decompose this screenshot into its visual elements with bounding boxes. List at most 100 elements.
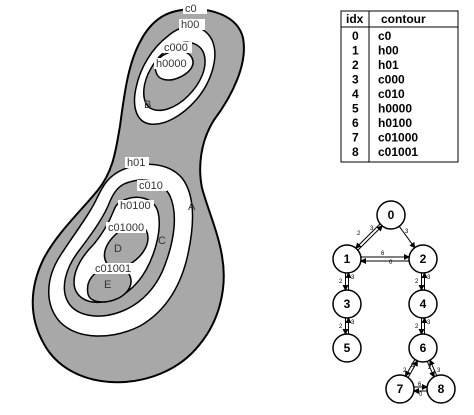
table-cell-idx: 6 [352,116,359,130]
graph-node-5: 5 [332,333,362,363]
label-bg-h00 [179,19,205,30]
edge-label-7-8a: 6 [418,382,422,388]
edge-label-4-6b: 3 [427,320,431,326]
node-circle [408,333,438,363]
edge-label-6-8b: 3 [437,368,441,374]
graph-node-7: 7 [385,374,415,404]
node-label: 0 [388,208,395,222]
label-h0100: h0100 [120,200,151,212]
table-header-idx: idx [346,12,364,26]
label-bg-h0100 [118,200,154,211]
node-label: 5 [344,341,351,355]
node-label: 8 [438,382,445,396]
label-h00: h00 [181,19,199,31]
node-circle [426,374,456,404]
edge-label-1-3b: 3 [351,275,355,281]
edge-label-4-6a: 2 [415,324,419,330]
graph-node-6: 6 [408,333,438,363]
label-C: C [158,235,166,247]
edge-6-8 [426,361,435,378]
table-cell-contour: h00 [378,44,399,58]
node-circle [332,289,362,319]
edge-label-3-5b: 3 [351,320,355,326]
label-h01: h01 [127,157,145,169]
table-cell-idx: 4 [352,87,359,101]
contour-table: idx contour 0 c0 1 h00 2 h01 3 c000 4 c010 5 h0000 6… [340,10,459,163]
table-cell-contour: h0000 [378,102,412,116]
table-cell-idx: 3 [352,73,359,87]
graph-node-1: 1 [332,244,362,274]
label-A: A [188,201,196,213]
edge-label-6-8a: 2 [428,365,432,371]
edge-label-7-8b: 0 [419,392,423,398]
table-frame [340,10,459,163]
graph-node-4: 4 [408,289,438,319]
table-cell-idx: 2 [352,58,359,72]
label-c010: c010 [139,180,163,192]
table-cell-contour: h01 [378,58,399,72]
table-cell-contour: c000 [378,73,405,87]
node-circle [332,333,362,363]
edge-8-6 [429,359,438,376]
edge-label-1-3a: 2 [339,279,343,285]
table-cell-idx: 5 [352,102,359,116]
node-circle [385,374,415,404]
edge-label-0-1b: 3 [370,226,374,232]
label-c01000: c01000 [108,222,144,234]
node-circle [408,244,438,274]
graph-node-3: 3 [332,289,362,319]
table-cell-contour: h0100 [378,116,412,130]
edge-1-0 [357,225,383,251]
graph-node-2: 2 [408,244,438,274]
label-E: E [104,279,111,291]
node-label: 4 [420,297,427,311]
label-c01001: c01001 [95,263,131,275]
edge-label-1-2a: 6 [381,251,385,257]
edge-label-1-2b: 0 [389,260,393,266]
graph-node-8: 8 [426,374,456,404]
table-cell-idx: 1 [352,44,359,58]
label-h0000: h0000 [156,58,187,70]
edge-0-2 [398,226,416,249]
label-bg-c01000 [106,222,146,233]
node-label: 3 [344,297,351,311]
node-label: 2 [420,252,427,266]
edge-label-0-1a: 2 [357,231,361,237]
node-circle [376,200,406,230]
label-bg-c01001 [93,263,135,274]
edge-label-2-4a: 2 [415,279,419,285]
node-label: 7 [397,382,404,396]
table-cell-idx: 0 [352,29,359,43]
edge-label-6-7a: 2 [403,368,407,374]
edge-7-6 [407,360,418,378]
label-c000: c000 [164,42,188,54]
node-label: 6 [420,341,427,355]
edge-label-0-2: 3 [405,229,409,235]
label-D: D [114,243,122,255]
node-label: 1 [344,252,351,266]
edge-label-3-5a: 2 [339,324,343,330]
contour-map: c0 h00 c000 h0000 B h01 c010 h0100 A c01… [31,3,245,384]
label-bg-c0 [183,3,207,14]
edge-label-6-7b: 3 [411,363,415,369]
node-circle [332,244,362,274]
table-header-contour: contour [381,12,426,26]
table-body: 0 c0 1 h00 2 h01 3 c000 4 c010 5 h0000 6 h0100 7 c01000… [352,29,418,159]
table-cell-idx: 8 [352,145,359,159]
label-bg-c000 [162,42,192,53]
edge-label-2-4b: 3 [427,275,431,281]
label-c0: c0 [185,3,197,15]
table-cell-contour: c010 [378,87,405,101]
edge-0-1 [355,223,381,249]
table-cell-contour: c01001 [378,145,418,159]
label-bg-h01 [125,157,149,168]
table-cell-idx: 7 [352,131,359,145]
graph-node-0: 0 [376,200,406,230]
label-B: B [144,99,151,111]
table-cell-contour: c01000 [378,131,418,145]
table-cell-contour: c0 [378,29,392,43]
label-bg-h0000 [154,58,190,69]
